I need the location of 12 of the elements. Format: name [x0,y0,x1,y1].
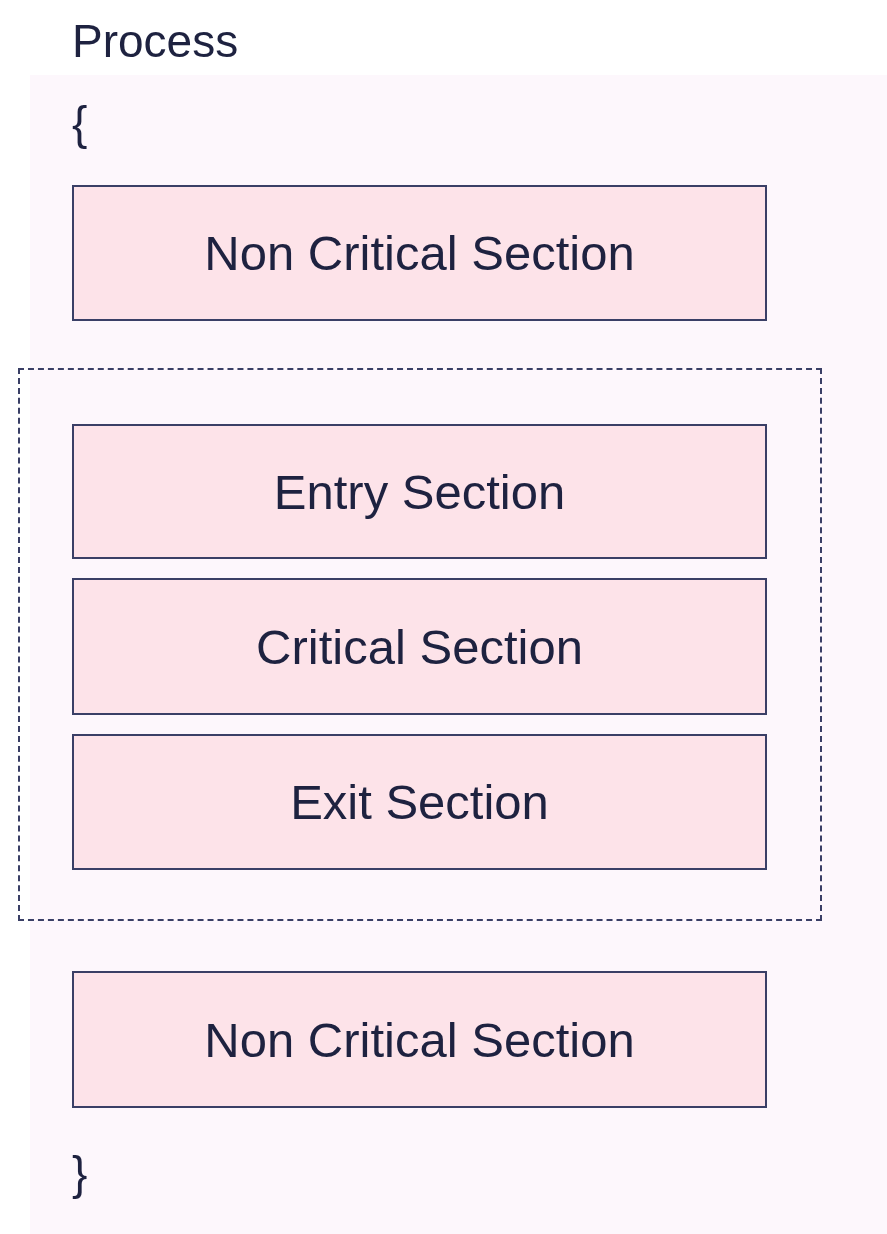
section-box [72,734,767,870]
section-label: Entry Section [273,463,566,520]
process-heading: Process [72,18,239,64]
dashed-group-box [18,368,822,921]
section-box [72,185,767,321]
section-label: Critical Section [256,618,583,675]
section-box [72,578,767,715]
section-box [72,424,767,559]
section-label: Non Critical Section [204,225,635,281]
section-label: Non Critical Section [204,1011,635,1068]
section-label: Exit Section [290,774,549,830]
section-box [72,971,767,1108]
